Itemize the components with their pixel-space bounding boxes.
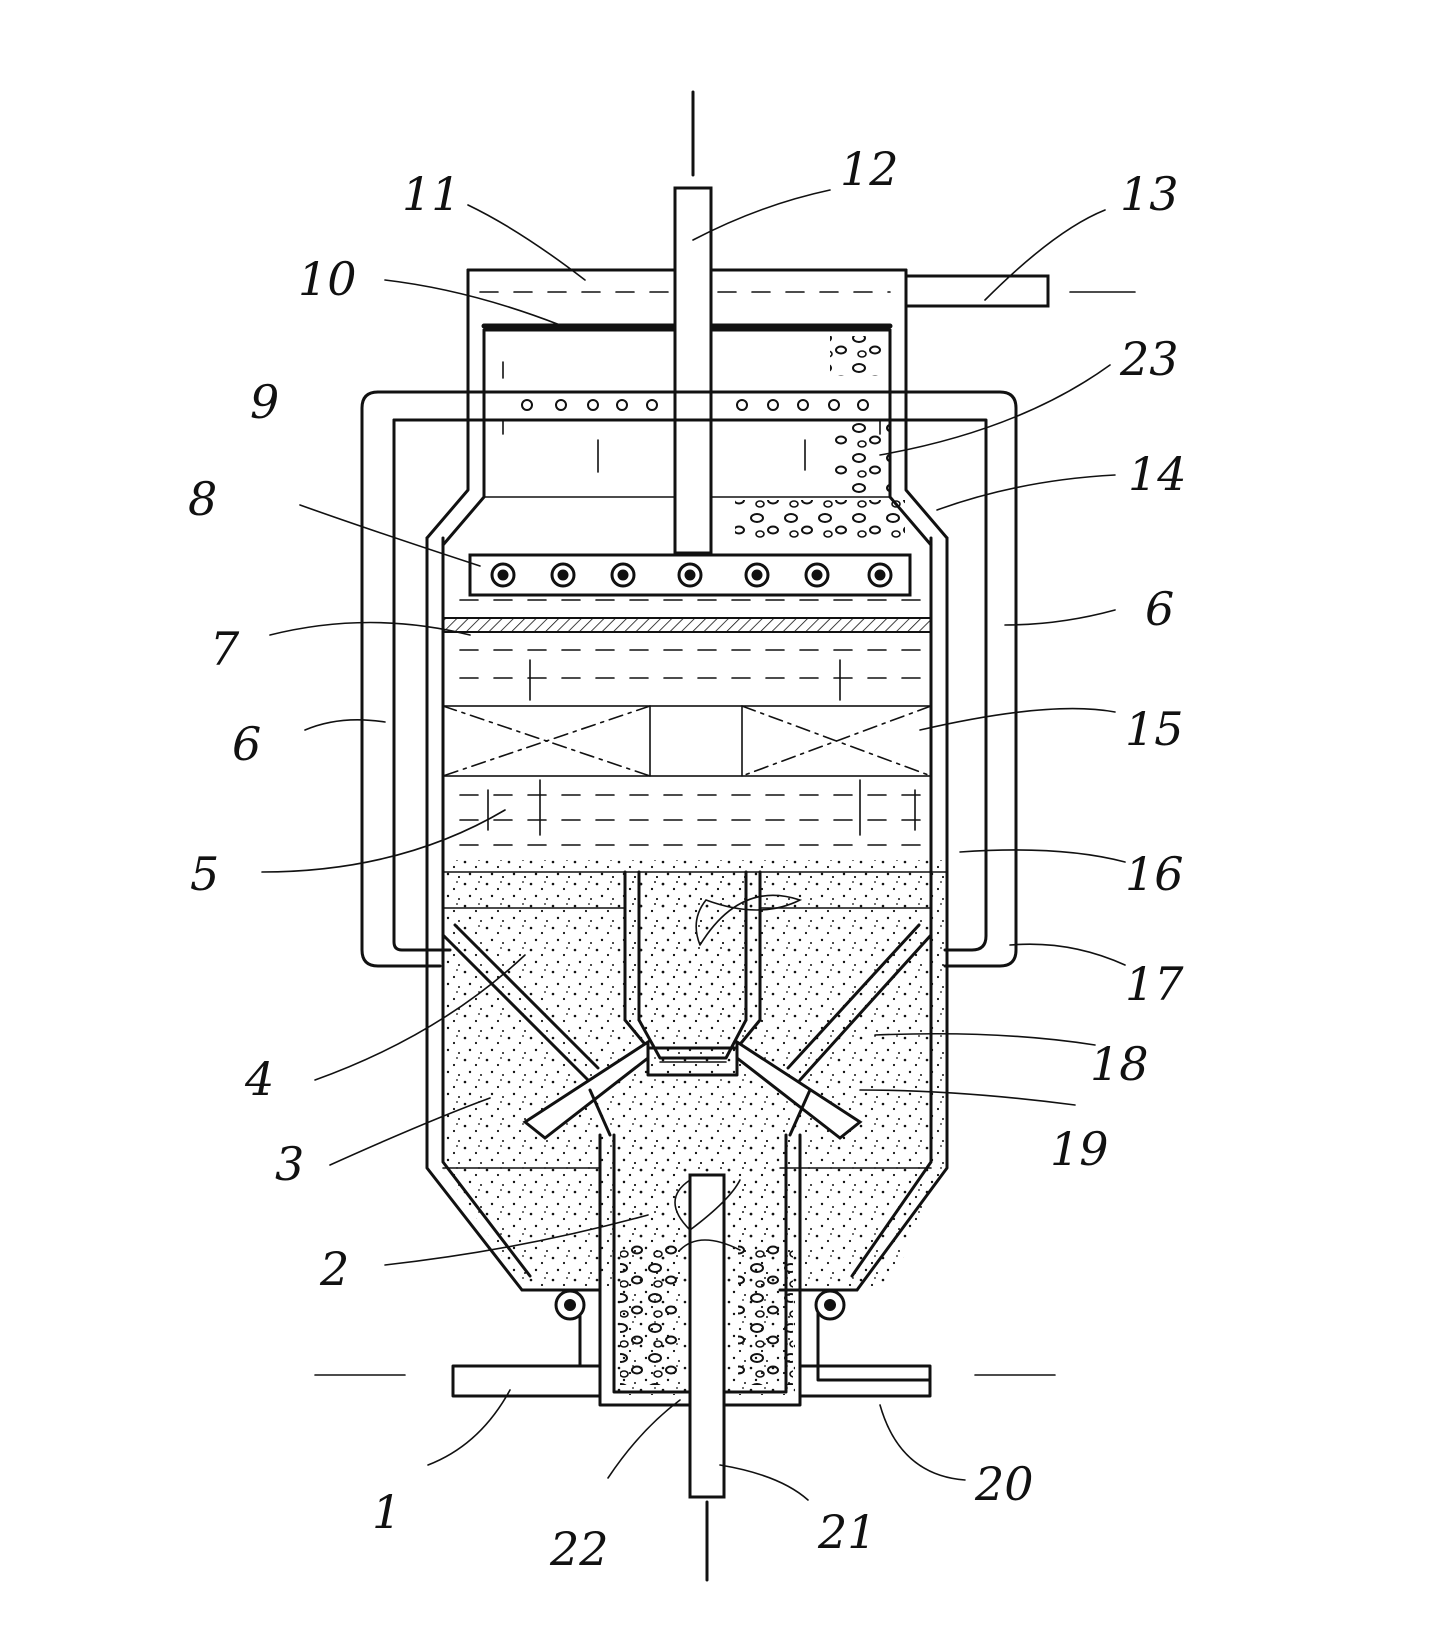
label-18: 18 xyxy=(1090,1037,1149,1091)
label-15: 15 xyxy=(1125,702,1184,756)
part-labels: 1 2 3 4 5 6 6 7 8 9 10 11 12 13 14 15 16… xyxy=(188,142,1187,1576)
central-feed-pipe xyxy=(673,90,713,555)
label-19: 19 xyxy=(1050,1122,1109,1176)
inner-cone xyxy=(441,923,933,1082)
label-6-right: 6 xyxy=(1145,582,1174,636)
reaction-tube xyxy=(623,870,803,1060)
label-21: 21 xyxy=(817,1505,877,1559)
label-2: 2 xyxy=(319,1242,349,1296)
label-10: 10 xyxy=(298,252,357,306)
label-8: 8 xyxy=(188,472,217,526)
label-6-left: 6 xyxy=(232,717,261,771)
label-5: 5 xyxy=(190,847,219,901)
distributor-pipe xyxy=(468,553,912,597)
deflector-cone xyxy=(522,1039,863,1140)
label-12: 12 xyxy=(840,142,899,196)
label-14: 14 xyxy=(1128,447,1187,501)
label-11: 11 xyxy=(402,167,461,221)
label-13: 13 xyxy=(1120,167,1179,221)
mesh-layer xyxy=(442,617,932,633)
label-22: 22 xyxy=(549,1522,609,1576)
label-16: 16 xyxy=(1125,847,1184,901)
bottom-side-pipes xyxy=(314,1289,1056,1398)
bottom-tube xyxy=(588,1088,812,1582)
granule-zone xyxy=(735,336,905,540)
side-loop-pipes xyxy=(360,361,1018,968)
packing-module xyxy=(442,705,932,777)
label-17: 17 xyxy=(1125,957,1184,1011)
outlet-pipe-13 xyxy=(904,274,1136,308)
label-9: 9 xyxy=(250,375,279,429)
label-7: 7 xyxy=(210,622,240,676)
leader-lines xyxy=(261,189,1126,1501)
label-3: 3 xyxy=(275,1137,304,1191)
label-20: 20 xyxy=(974,1457,1034,1511)
label-1: 1 xyxy=(372,1485,401,1539)
flow-arrows xyxy=(487,439,916,836)
label-23: 23 xyxy=(1119,332,1179,386)
label-4: 4 xyxy=(244,1052,274,1106)
